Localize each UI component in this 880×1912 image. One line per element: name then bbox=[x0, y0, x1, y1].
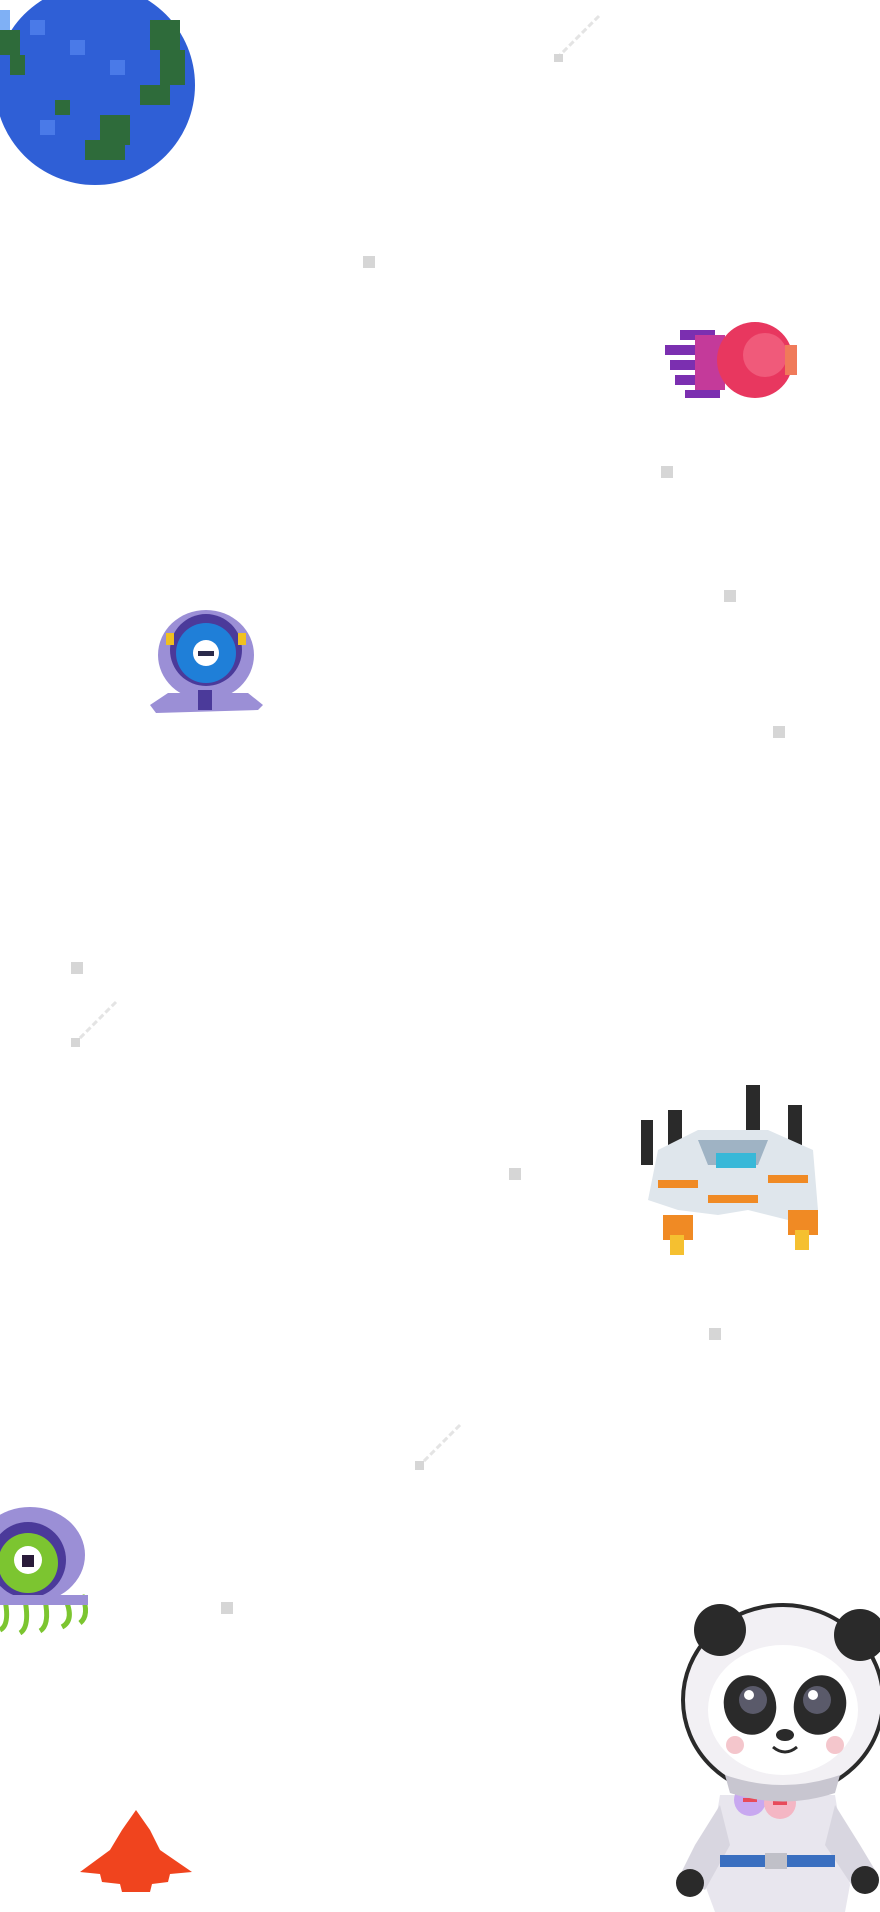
arrow-ship-icon bbox=[80, 1810, 192, 1892]
star-dot bbox=[509, 1168, 521, 1180]
star-dot bbox=[661, 466, 673, 478]
star-dot bbox=[363, 256, 375, 268]
star-dot bbox=[724, 590, 736, 602]
star-dot bbox=[709, 1328, 721, 1340]
shooting-star-icon bbox=[415, 1423, 462, 1470]
shooting-star-icon bbox=[554, 14, 601, 62]
planet-earth-icon bbox=[0, 0, 195, 185]
shooting-star-icon bbox=[71, 1000, 118, 1047]
star-dot bbox=[71, 962, 83, 974]
comet-icon bbox=[665, 322, 797, 398]
ufo-icon bbox=[150, 610, 263, 713]
star-dot bbox=[221, 1602, 233, 1614]
panda-astronaut-icon bbox=[676, 1603, 880, 1912]
spaceship-icon bbox=[641, 1085, 818, 1255]
ufo-icon bbox=[0, 1507, 88, 1635]
star-dot bbox=[773, 726, 785, 738]
